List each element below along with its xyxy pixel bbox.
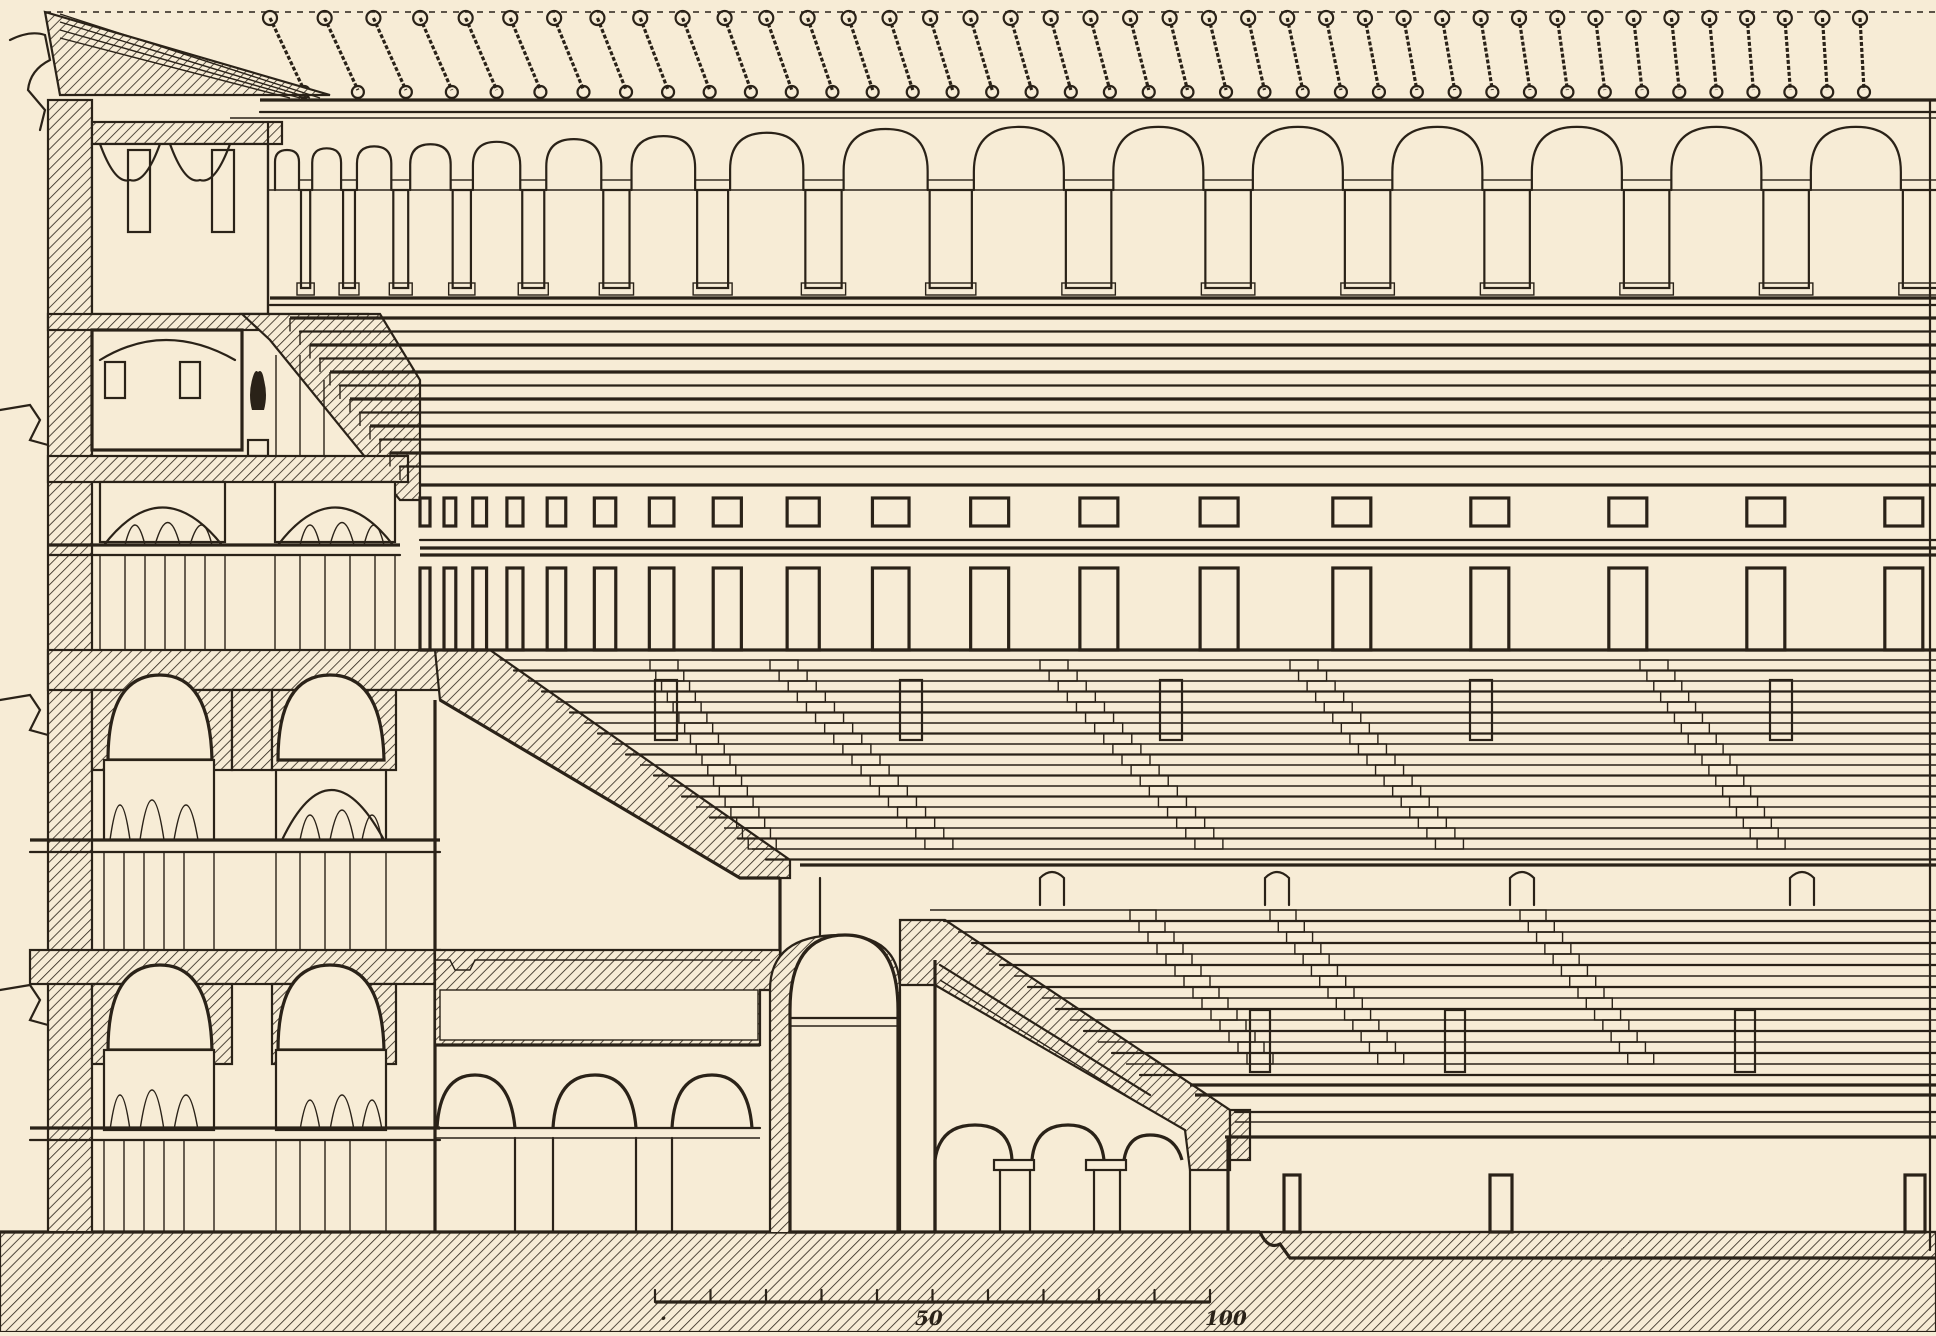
velarium-masts (261, 9, 1872, 100)
window-band (418, 496, 1936, 652)
roof-left (8, 10, 1936, 132)
attic-bands (230, 98, 1936, 307)
outer-wall-section (0, 98, 470, 1234)
upper-seating (289, 316, 1936, 487)
scale-label-middle: 50 (915, 1306, 943, 1330)
podium-door (1282, 1173, 1302, 1234)
podium-door (1488, 1173, 1514, 1234)
statue-icon (250, 371, 266, 410)
podium-door (1903, 1173, 1927, 1234)
lower-seating (930, 909, 1936, 1087)
podium (1195, 1093, 1936, 1234)
ground-foundation (0, 1230, 1936, 1334)
attic-arcade (273, 125, 1936, 296)
scale-label-end: 100 (1205, 1306, 1247, 1330)
middle-seating (500, 659, 1936, 907)
scale-label-start: · (660, 1306, 667, 1330)
cavea-substructure (433, 648, 1252, 1234)
scale-bar (653, 1288, 1212, 1304)
